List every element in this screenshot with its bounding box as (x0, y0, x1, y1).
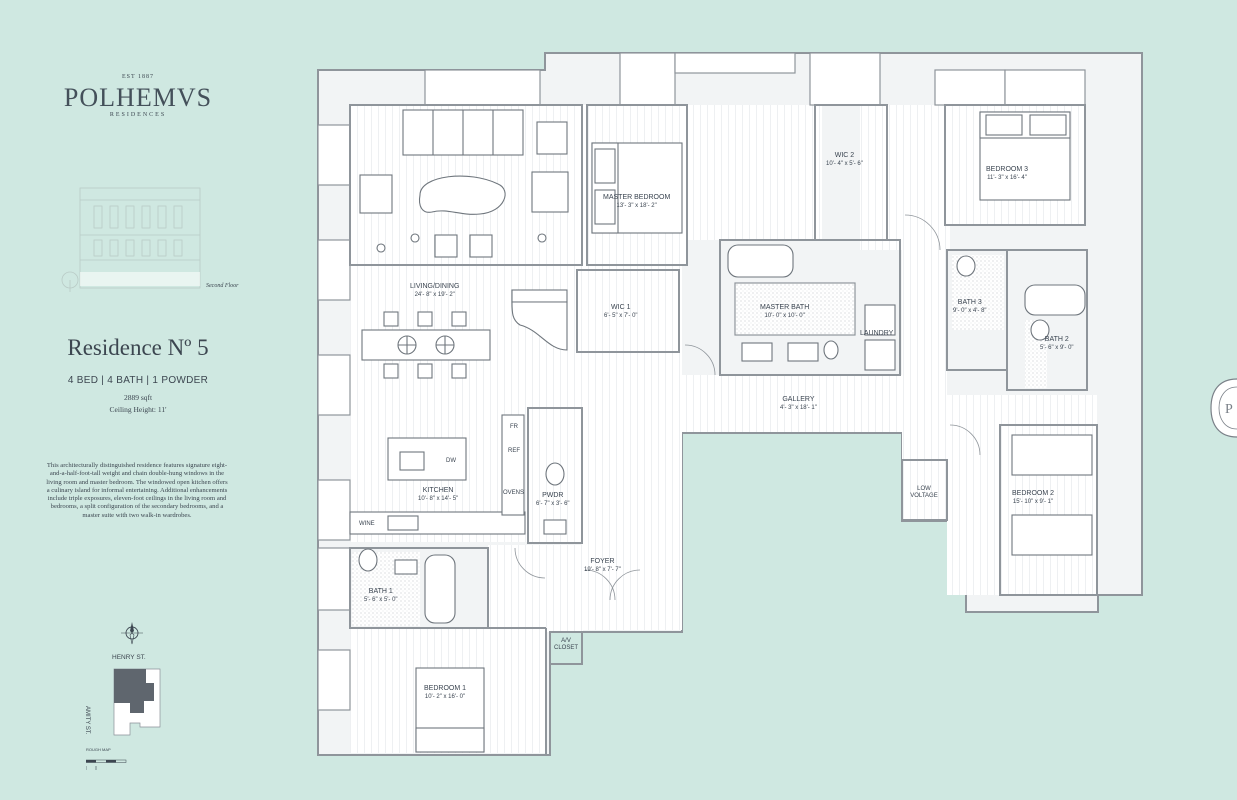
label-freezer: FR (510, 424, 518, 430)
residence-sqft: 2889 sqft (123, 393, 153, 402)
piano (511, 289, 568, 351)
key-plan-map (113, 668, 161, 736)
room-dimensions: 15'- 10" x 9'- 1" (1012, 499, 1054, 505)
room-bath-2: BATH 2 5'- 6" x 9'- 0" (1040, 336, 1074, 352)
label-wine: WINE (359, 521, 375, 527)
svg-text:P: P (1225, 402, 1233, 417)
room-dimensions: 24'- 8" x 19'- 2" (414, 292, 455, 298)
label-low-voltage: LOW VOLTAGE (910, 486, 938, 499)
room-powder: PWDR 6'- 7" x 3'- 6" (536, 492, 570, 508)
windows-left (317, 124, 351, 711)
room-name: BEDROOM 3 (986, 166, 1029, 173)
room-name: BEDROOM 2 (1012, 490, 1055, 497)
label-refrigerator: REF (508, 448, 520, 454)
room-name: MASTER BATH (760, 304, 810, 311)
brand-logo-text: POLHEMVS (63, 83, 213, 112)
door-swings (514, 214, 981, 601)
room-dimensions: 13'- 3" x 18'- 2" (616, 203, 657, 209)
room-bath-3: BATH 3 9'- 0" x 4'- 8" (953, 299, 987, 315)
room-dimensions: 19'- 8" x 7'- 7" (584, 567, 621, 573)
scale-label: ROUGH MAP (86, 747, 111, 752)
room-name: WIC 1 (611, 304, 631, 311)
room-name: LAUNDRY (860, 330, 894, 337)
residence-title: Residence Nº 5 (67, 335, 209, 360)
room-name: BEDROOM 1 (424, 685, 467, 692)
label-av-closet: A/V CLOSET (553, 638, 578, 651)
brand-subtitle: RESIDENCES (109, 112, 167, 118)
room-dimensions: 10'- 0" x 10'- 0" (764, 313, 805, 319)
room-name: KITCHEN (422, 487, 454, 494)
room-wic-2: WIC 2 10'- 4" x 5'- 6" (826, 152, 863, 168)
room-name: BATH 2 (1044, 336, 1069, 343)
room-dimensions: 10'- 8" x 14'- 5" (418, 496, 459, 502)
room-name: BATH 1 (368, 588, 393, 595)
residence-ceiling-height: Ceiling Height: 11' (109, 405, 167, 414)
room-name: GALLERY (782, 396, 815, 403)
label-dishwasher: DW (446, 458, 456, 464)
room-wic-1: WIC 1 6'- 5" x 7'- 0" (604, 304, 638, 320)
street-label-henry: HENRY ST. (112, 654, 146, 661)
room-dimensions: 9'- 0" x 4'- 8" (953, 308, 987, 314)
room-name: BATH 3 (957, 299, 982, 306)
room-dimensions: 10'- 2" x 16'- 0" (424, 694, 466, 700)
room-living-dining: LIVING/DINING 24'- 8" x 19'- 2" (410, 283, 459, 299)
room-dimensions: 6'- 5" x 7'- 0" (604, 313, 638, 319)
scale-bar (86, 759, 127, 770)
room-bedroom-2: BEDROOM 2 15'- 10" x 9'- 1" (1012, 490, 1054, 506)
seal-icon: P (1210, 378, 1237, 438)
residence-summary: 4 BED | 4 BATH | 1 POWDER (67, 375, 209, 386)
room-dimensions: 5'- 6" x 9'- 0" (1040, 345, 1074, 351)
room-dimensions: 5'- 6" x 5'- 0" (364, 597, 398, 603)
windows-top (424, 52, 1086, 106)
compass-icon (121, 622, 143, 645)
brand-established: EST 1887 (121, 74, 155, 80)
room-name: FOYER (590, 558, 615, 565)
bath-fixtures (358, 244, 1086, 624)
room-name: WIC 2 (834, 152, 855, 159)
room-name: PWDR (542, 492, 564, 499)
room-bedroom-3: BEDROOM 3 11'- 3" x 16'- 4" (986, 166, 1028, 182)
residence-description: This architecturally distinguished resid… (46, 462, 228, 519)
room-dimensions: 4'- 3" x 18'- 1" (780, 405, 817, 411)
room-foyer: FOYER 19'- 8" x 7'- 7" (584, 558, 621, 574)
room-laundry: LAUNDRY (860, 330, 893, 338)
room-name: LIVING/DINING (410, 283, 460, 290)
room-kitchen: KITCHEN 10'- 8" x 14'- 5" (418, 487, 458, 503)
dining-table (361, 311, 491, 379)
building-elevation-sketch (61, 187, 201, 292)
room-dimensions: 6'- 7" x 3'- 6" (536, 501, 570, 507)
room-dimensions: 11'- 3" x 16'- 4" (987, 175, 1027, 181)
room-master-bath: MASTER BATH 10'- 0" x 10'- 0" (760, 304, 809, 320)
living-furniture (359, 109, 569, 258)
kitchen-island (349, 414, 526, 535)
room-gallery: GALLERY 4'- 3" x 18'- 1" (780, 396, 817, 412)
room-master-bedroom: MASTER BEDROOM 13'- 3" x 18'- 2" (603, 194, 670, 210)
room-bedroom-1: BEDROOM 1 10'- 2" x 16'- 0" (424, 685, 466, 701)
room-dimensions: 10'- 4" x 5'- 6" (826, 161, 863, 167)
interior-walls (349, 104, 1098, 755)
beds (415, 111, 1093, 753)
floor-label: Second Floor (206, 283, 239, 289)
room-name: MASTER BEDROOM (603, 194, 671, 201)
room-bath-1: BATH 1 5'- 6" x 5'- 0" (364, 588, 398, 604)
label-ovens: OVENS (503, 490, 525, 496)
